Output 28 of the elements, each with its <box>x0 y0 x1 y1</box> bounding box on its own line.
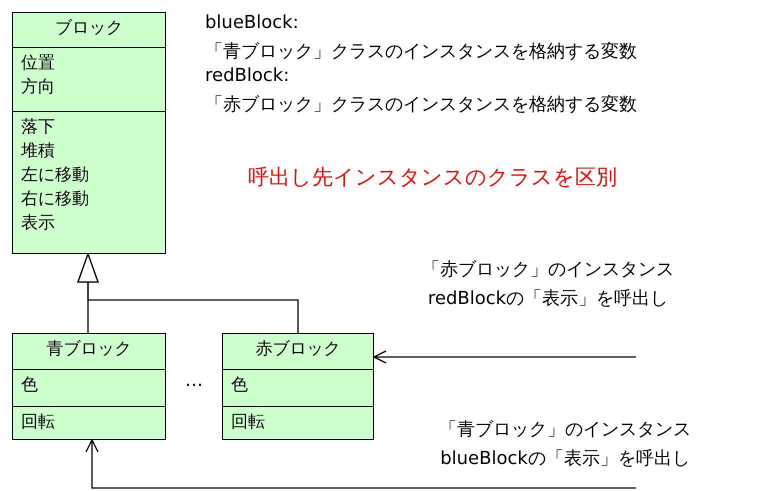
inheritance-arrow <box>77 253 299 333</box>
method-text: 右に移動 <box>21 188 90 211</box>
attribute-text: 色 <box>21 374 39 397</box>
class-name: 赤ブロック <box>254 338 342 361</box>
variable-description: 「青ブロック」クラスのインスタンスを格納する変数 <box>205 40 637 63</box>
class-box <box>12 333 166 440</box>
method-text: 表示 <box>21 212 56 235</box>
method-text: 回転 <box>21 411 56 434</box>
call-arrow <box>85 439 636 489</box>
class-box <box>222 333 374 440</box>
note-text: 呼出し先インスタンスのクラスを区別 <box>248 166 617 189</box>
method-text: 落下 <box>21 116 56 139</box>
class-name: 青ブロック <box>46 338 132 361</box>
ellipsis: … <box>185 369 203 392</box>
attribute-text: 色 <box>231 374 249 397</box>
variable-description: 「赤ブロック」クラスのインスタンスを格納する変数 <box>205 93 637 116</box>
call-arrow <box>373 350 636 364</box>
method-text: 回転 <box>231 411 266 434</box>
attribute-text: 位置 <box>21 52 56 75</box>
variable-name: blueBlock: <box>205 11 299 34</box>
class-name: ブロック <box>54 17 124 40</box>
class-box <box>12 12 166 254</box>
method-text: 堆積 <box>21 140 56 163</box>
method-text: 左に移動 <box>21 164 90 187</box>
variable-name: redBlock: <box>205 64 290 87</box>
call-note: 「赤ブロック」のインスタンス redBlockの「表示」を呼出し <box>421 258 675 311</box>
call-note: 「青ブロック」のインスタンス blueBlockの「表示」を呼出し <box>438 418 692 471</box>
attribute-text: 方向 <box>21 76 56 99</box>
